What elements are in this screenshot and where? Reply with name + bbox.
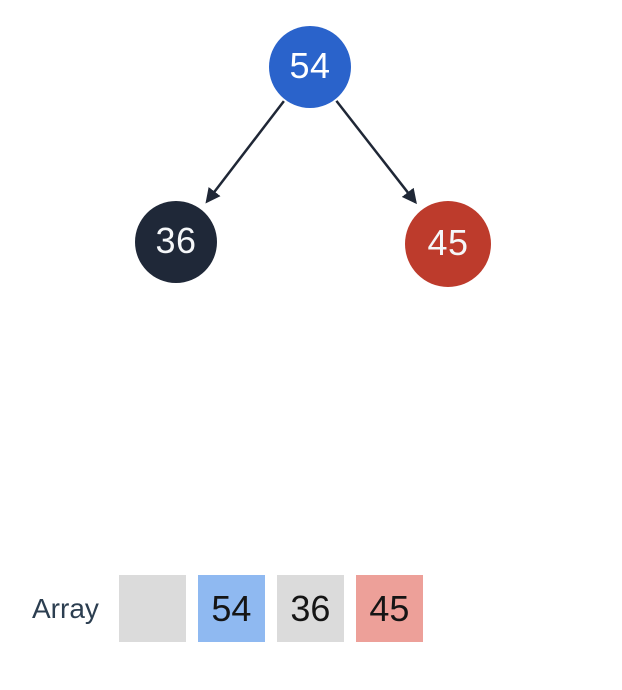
array-cell: [118, 575, 186, 642]
array-cell: 54: [197, 575, 265, 642]
array-cell: 36: [276, 575, 344, 642]
tree-edge: [335, 100, 417, 205]
tree-node-root-value: 54: [289, 45, 331, 86]
array-label: Array: [32, 592, 99, 624]
tree-node-right-child: 45: [405, 201, 491, 287]
tree-edge: [205, 100, 285, 204]
tree-node-left-child: 36: [135, 201, 217, 283]
array-cell: 45: [355, 575, 423, 642]
array-cell-value: 36: [290, 587, 331, 629]
array-representation: Array 54 36 45: [32, 575, 423, 642]
tree-node-root: 54: [269, 26, 351, 108]
tree-node-right-child-value: 45: [427, 222, 469, 263]
tree-node-left-child-value: 36: [155, 220, 197, 261]
array-cell-value: 54: [211, 587, 252, 629]
array-cell-value: 45: [369, 587, 410, 629]
